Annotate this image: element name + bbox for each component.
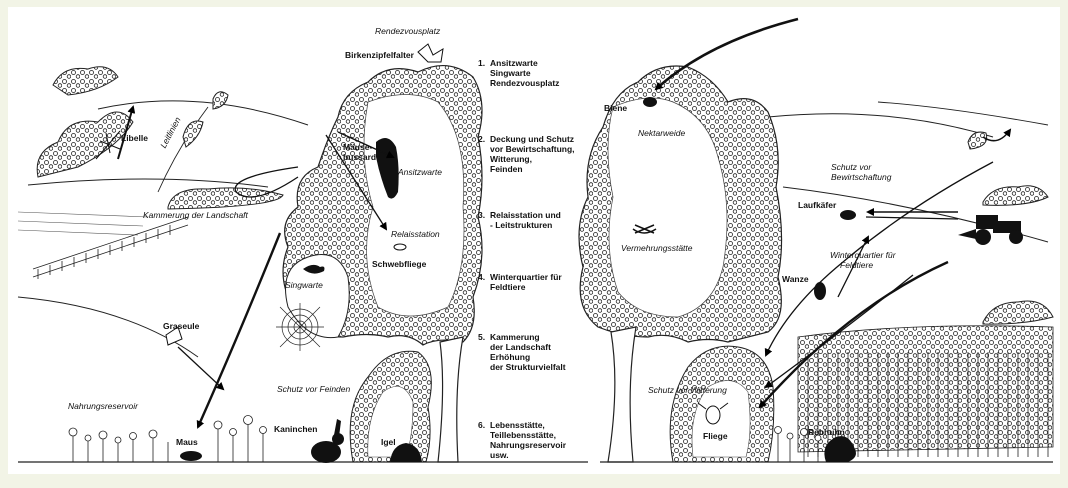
list-line: Feinden xyxy=(490,164,523,174)
list-line: der Strukturvielfalt xyxy=(490,362,566,372)
label-singwarte: Singwarte xyxy=(285,280,323,290)
list-line: Relaisstation und xyxy=(490,210,561,220)
label-grasseule: Graseule xyxy=(163,321,199,331)
distant-bush xyxy=(213,92,228,109)
hoverfly-icon xyxy=(394,244,406,250)
list-line: Rendezvousplatz xyxy=(490,78,559,88)
bug-icon xyxy=(814,282,826,300)
spider-web-icon xyxy=(276,303,324,351)
label-laufkaefer: Laufkäfer xyxy=(798,200,836,210)
list-line: usw. xyxy=(490,450,509,460)
label-maus: Maus xyxy=(176,437,198,447)
list-number: 3. xyxy=(478,210,485,220)
distant-bush xyxy=(168,188,283,209)
label-wanze: Wanze xyxy=(782,274,809,284)
arrow xyxy=(178,347,223,389)
distant-bush xyxy=(53,67,118,95)
label-schutz-bewirtschaftung-line2: Bewirtschaftung xyxy=(831,172,891,182)
label-nahrungsreservoir: Nahrungsreservoir xyxy=(68,401,138,411)
label-schutz-bewirtschaftung-line1: Schutz vor xyxy=(831,162,871,172)
beetle-icon xyxy=(840,210,856,220)
label-schutz-vor-feinden: Schutz vor Feinden xyxy=(277,384,350,394)
list-line: Winterquartier für xyxy=(490,272,562,282)
distant-bush xyxy=(968,132,987,149)
label-ansitzwarte: Ansitzwarte xyxy=(398,167,442,177)
list-number: 1. xyxy=(478,58,485,68)
hill-line xyxy=(878,102,1048,125)
fence-row xyxy=(33,217,188,279)
label-libelle: Libelle xyxy=(121,133,148,143)
list-line: vor Bewirtschaftung, xyxy=(490,144,575,154)
label-igel: Igel xyxy=(381,437,396,447)
tree-trunk xyxy=(438,337,463,462)
label-nektarweide: Nektarweide xyxy=(638,128,685,138)
distant-bush xyxy=(983,301,1053,324)
label-schutz-vor-witterung: Schutz vor Witterung xyxy=(648,385,727,395)
arrow xyxy=(198,233,280,427)
list-line: - Leitstrukturen xyxy=(490,220,552,230)
mouse-icon xyxy=(180,451,202,461)
list-line: Teillebensstätte, xyxy=(490,430,556,440)
label-kaninchen: Kaninchen xyxy=(274,424,317,434)
list-line: Singwarte xyxy=(490,68,531,78)
label-schwebfliege: Schwebfliege xyxy=(372,259,426,269)
butterfly-icon xyxy=(418,44,443,62)
list-line: Lebensstätte, xyxy=(490,420,545,430)
list-line: Feldtiere xyxy=(490,282,525,292)
list-line: Witterung, xyxy=(490,154,532,164)
hedge-ecology-diagram: 1. Ansitzwarte Singwarte Rendezvousplatz… xyxy=(8,7,1060,474)
label-maeusebussard-line2: bussard xyxy=(343,152,376,162)
arrow xyxy=(866,217,958,219)
label-winterquartier-line2: Feldtiere xyxy=(840,260,873,270)
distant-bush xyxy=(37,112,133,177)
label-rendezvousplatz: Rendezvousplatz xyxy=(375,26,440,36)
field-furrows xyxy=(18,212,148,235)
list-line: Erhöhung xyxy=(490,352,530,362)
list-line: der Landschaft xyxy=(490,342,551,352)
list-number: 5. xyxy=(478,332,485,342)
label-birkenzipfelfalter: Birkenzipfelfalter xyxy=(345,50,414,60)
label-rebhuhn: Rebhuhn xyxy=(808,427,845,437)
distant-bush xyxy=(183,121,203,147)
label-maeusebussard-line1: Mäuse- xyxy=(343,142,372,152)
label-winterquartier-line1: Winterquartier für xyxy=(830,250,896,260)
hill-line xyxy=(28,179,268,187)
hill-line xyxy=(768,114,993,137)
list-line: Nahrungsreservoir xyxy=(490,440,566,450)
label-biene: Biene xyxy=(604,103,627,113)
list-number: 6. xyxy=(478,420,485,430)
label-kammerung: Kammerung der Landschaft xyxy=(143,210,248,220)
list-number: 4. xyxy=(478,272,485,282)
left-hedge-inner-clearing xyxy=(364,95,464,317)
tractor-icon xyxy=(958,215,1023,245)
label-vermehrungsstaette: Vermehrungsstätte xyxy=(621,243,693,253)
bee-icon xyxy=(643,97,657,107)
meadow-flowers xyxy=(69,416,267,463)
tree-trunk xyxy=(608,327,636,462)
distant-bush xyxy=(983,186,1048,206)
list-line: Kammerung xyxy=(490,332,540,342)
label-fliege: Fliege xyxy=(703,431,728,441)
list-number: 2. xyxy=(478,134,485,144)
list-line: Ansitzwarte xyxy=(490,58,538,68)
list-line: Deckung und Schutz xyxy=(490,134,574,144)
label-relaisstation: Relaisstation xyxy=(391,229,440,239)
